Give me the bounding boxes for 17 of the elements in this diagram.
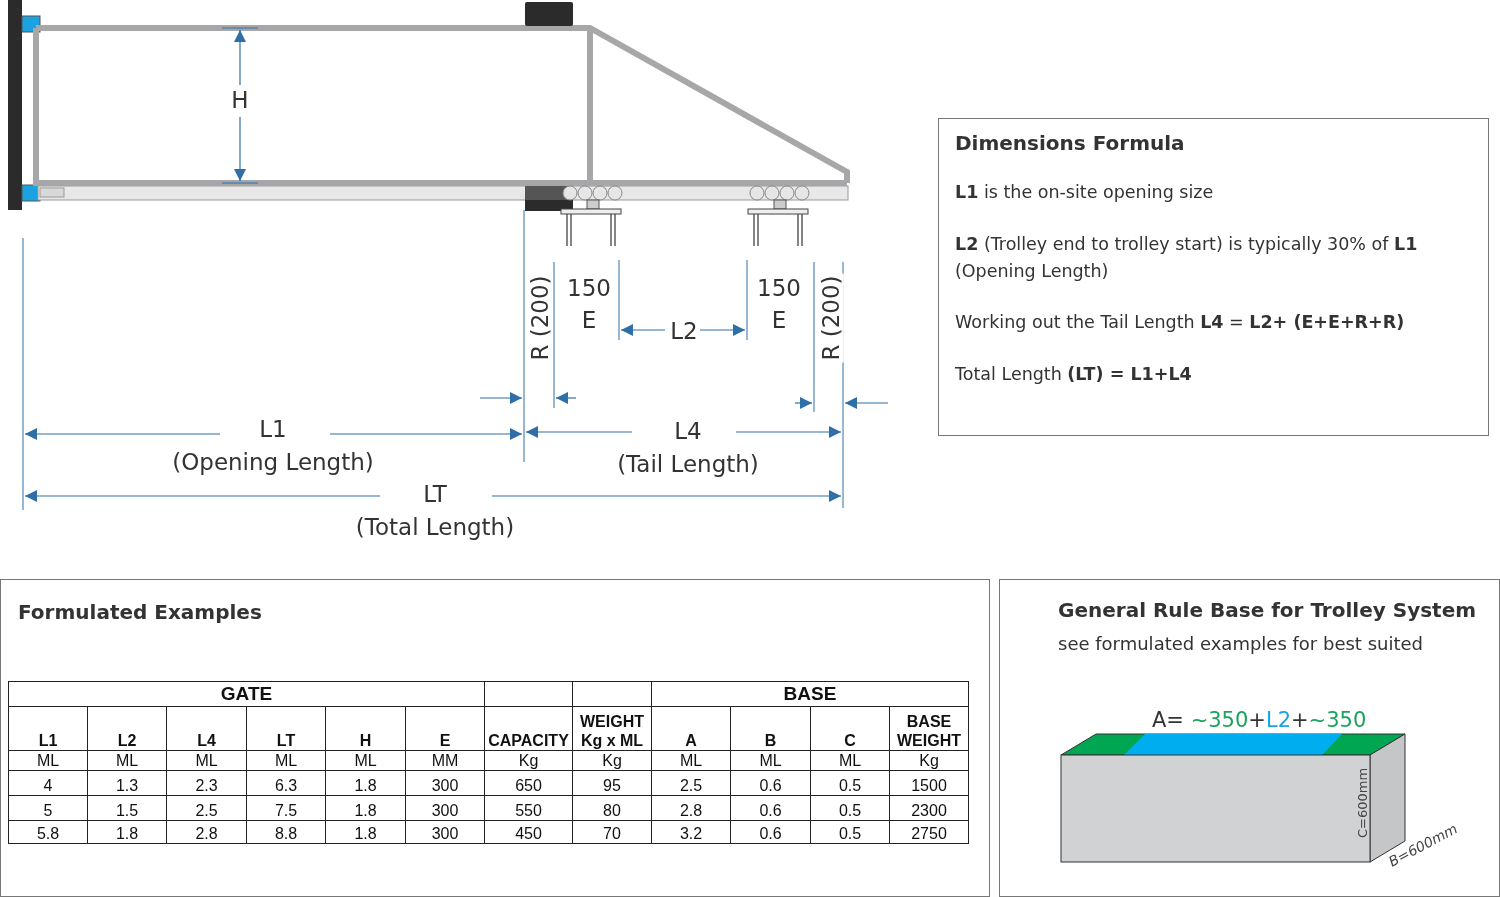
info-panel <box>938 118 1489 436</box>
table-cell: 5.8 <box>8 820 88 844</box>
note-text: see formulated examples for best suited <box>1058 632 1424 656</box>
panel-heading: Formulated Examples <box>18 600 262 624</box>
note-text: Working out the Tail Length L4 = L2+ (E+E+R+R) <box>955 311 1406 334</box>
note-text: L1 is the on-site opening size <box>955 181 1215 204</box>
column-group-header: BASE <box>651 681 969 707</box>
note-text: L2 (Trolley end to trolley start) is typically 30% of L1 (Opening Length) <box>955 233 1419 284</box>
formula-label: A= ~350+L2+~350 <box>1152 708 1367 732</box>
panel-heading: Dimensions Formula <box>955 131 1185 155</box>
panel-heading: General Rule Base for Trolley System <box>1058 598 1477 622</box>
dimension-label: C=600mm <box>1354 767 1370 839</box>
table-cell: 2750 <box>889 820 969 844</box>
info-panel <box>999 579 1500 897</box>
note-text: Total Length (LT) = L1+L4 <box>955 363 1193 386</box>
info-panel <box>0 579 990 897</box>
column-group-header: GATE <box>8 681 485 707</box>
